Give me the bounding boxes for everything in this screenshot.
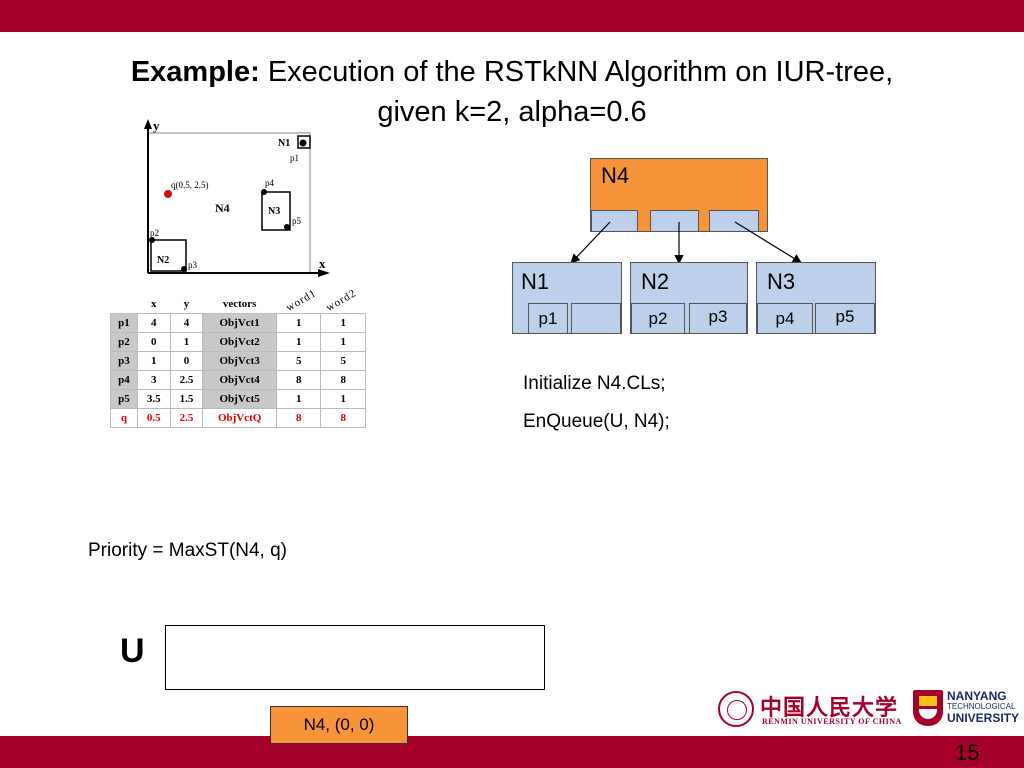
ntu-crest-icon xyxy=(913,690,943,726)
p4-label: p4 xyxy=(265,178,275,188)
title-bold: Example: xyxy=(130,56,260,88)
node-n3: N3 p4 p5 xyxy=(756,262,876,334)
table-row: p1 4 4 ObjVct1 1 1 xyxy=(110,313,366,333)
query-label: q(0.5, 2.5) xyxy=(171,180,209,190)
node-n1-label: N1 xyxy=(521,269,550,294)
p1-point xyxy=(299,139,307,147)
n3-rect xyxy=(261,191,291,231)
node-n3-slot-2: p5 xyxy=(815,303,875,334)
root-node-label: N4 xyxy=(601,163,630,188)
page-number: 15 xyxy=(955,740,980,765)
p2-label: p2 xyxy=(150,228,159,238)
n2-label: N2 xyxy=(157,255,169,266)
renmin-seal-icon xyxy=(718,691,754,727)
node-n2-slot-1: p2 xyxy=(631,303,685,334)
p3-label: p3 xyxy=(188,260,198,270)
bottom-banner: 15 xyxy=(0,736,1024,768)
table-row: p3 1 0 ObjVct3 5 5 xyxy=(110,351,366,371)
code-line-1: Initialize N4.CLs; xyxy=(523,373,666,394)
node-n3-label: N3 xyxy=(767,269,796,294)
ntu-line-1: NANYANG xyxy=(947,689,1007,703)
header-x: x xyxy=(150,298,157,310)
x-axis-label: x xyxy=(319,256,326,271)
query-point xyxy=(164,190,172,198)
queue-entry: N4, (0, 0) xyxy=(270,706,408,744)
queue-box xyxy=(165,625,545,690)
root-slot-3 xyxy=(709,210,759,232)
queue-label: U xyxy=(120,632,145,670)
n1-label: N1 xyxy=(278,138,290,149)
header-y: y xyxy=(183,298,190,310)
node-n2-slot-2: p3 xyxy=(689,303,747,334)
renmin-logo-sub: RENMIN UNIVERSITY OF CHINA xyxy=(762,717,902,726)
y-axis-label: y xyxy=(153,118,160,133)
node-n1: N1 p1 xyxy=(512,262,622,334)
priority-text: Priority = MaxST(N4, q) xyxy=(88,540,288,561)
ntu-line-3: UNIVERSITY xyxy=(947,711,1020,725)
n3-label: N3 xyxy=(268,206,280,217)
table-row: p5 3.5 1.5 ObjVct5 1 1 xyxy=(110,389,366,409)
p5-point xyxy=(284,224,290,230)
table-row: p4 3 2.5 ObjVct4 8 8 xyxy=(110,370,366,390)
root-slot-2 xyxy=(650,210,699,232)
renmin-logo-text: 中国人民大学 xyxy=(760,696,899,721)
points-table: x y vectors p1 4 4 ObjVct1 1 1 p2 0 1 Ob… xyxy=(110,295,366,428)
ntu-logo-text: NANYANG TECHNOLOGICAL UNIVERSITY xyxy=(947,690,1019,724)
spatial-plot: y x N1 p1 q(0.5, 2.5) p4 N3 p5 N4 p2 N2 … xyxy=(144,118,330,277)
p5-label: p5 xyxy=(292,216,302,226)
node-n1-slot-2 xyxy=(571,303,621,334)
n4-label: N4 xyxy=(215,201,230,215)
title-line2: given k=2, alpha=0.6 xyxy=(377,96,647,128)
node-n1-slot-1: p1 xyxy=(528,303,568,334)
node-n3-slot-1: p4 xyxy=(757,303,813,334)
top-banner xyxy=(0,0,1024,32)
title-line1: Execution of the RSTkNN Algorithm on IUR… xyxy=(267,56,894,88)
header-vectors: vectors xyxy=(222,298,257,310)
tree-edges xyxy=(570,221,803,265)
n2-rect xyxy=(150,239,187,272)
p3-point xyxy=(181,266,187,272)
n1-rect xyxy=(297,135,311,149)
p1-label: p1 xyxy=(290,153,299,163)
ntu-line-2: TECHNOLOGICAL xyxy=(947,702,1016,711)
slide-title: Example: Execution of the RSTkNN Algorit… xyxy=(0,52,1024,132)
node-n2: N2 p2 p3 xyxy=(630,262,748,334)
table-row: p2 0 1 ObjVct2 1 1 xyxy=(110,332,366,352)
table-row-query: q 0.5 2.5 ObjVctQ 8 8 xyxy=(110,408,366,428)
node-n2-label: N2 xyxy=(641,269,670,294)
code-line-2: EnQueue(U, N4); xyxy=(523,411,670,432)
root-slot-1 xyxy=(591,210,638,232)
